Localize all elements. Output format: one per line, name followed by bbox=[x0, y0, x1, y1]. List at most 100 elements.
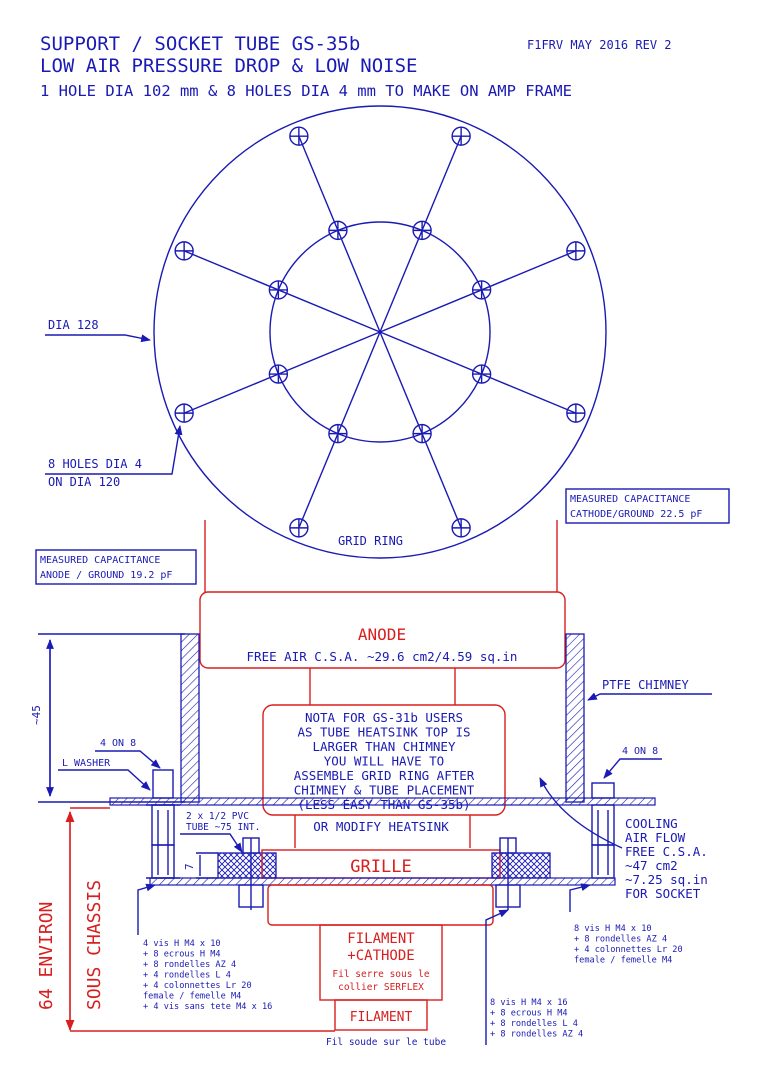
bom-left: 4 vis H M4 x 10+ 8 ecrous H M4+ 8 rondel… bbox=[143, 939, 272, 1012]
bom-right: 8 vis H M4 x 10+ 8 rondelles AZ 4+ 4 col… bbox=[574, 924, 683, 966]
holes-label-2: ON DIA 120 bbox=[48, 475, 120, 489]
free-air-label: FREE AIR C.S.A. ~29.6 cm2/4.59 sq.in bbox=[247, 649, 518, 664]
ptfe-chimney-label: PTFE CHIMNEY bbox=[602, 678, 689, 692]
four-on-8-left: 4 ON 8 bbox=[100, 738, 136, 749]
nota-line: CHIMNEY & TUBE PLACEMENT bbox=[294, 783, 475, 798]
hole-mark bbox=[289, 518, 309, 538]
chimney-wall-right bbox=[565, 633, 585, 803]
spoke-line bbox=[379, 250, 577, 333]
grid-ring-label: GRID RING bbox=[338, 534, 403, 548]
hole-mark bbox=[566, 241, 586, 261]
anode-block bbox=[199, 591, 566, 669]
left-standoff bbox=[146, 769, 180, 879]
filament-label: FILAMENT bbox=[350, 1010, 413, 1025]
cooling-line: ~47 cm2 bbox=[625, 858, 678, 873]
anode-label: ANODE bbox=[358, 625, 406, 644]
filament-cathode-2: +CATHODE bbox=[347, 948, 414, 964]
author-revision: F1FRV MAY 2016 REV 2 bbox=[527, 38, 672, 52]
cooling-line: FOR SOCKET bbox=[625, 886, 701, 901]
title-line-1: SUPPORT / SOCKET TUBE GS-35b bbox=[40, 33, 360, 55]
nota-line: YOU WILL HAVE TO bbox=[324, 754, 444, 769]
pvc-tube-left bbox=[217, 852, 277, 879]
bom-bottom-line: 8 vis H M4 x 16 bbox=[490, 998, 568, 1008]
hole-mark bbox=[566, 403, 586, 423]
spoke-line bbox=[183, 250, 381, 333]
top-view bbox=[153, 105, 607, 559]
pvc-tube-right bbox=[491, 852, 551, 879]
hole-mark bbox=[268, 364, 289, 384]
hole-mark bbox=[328, 220, 348, 241]
spoke-line bbox=[298, 331, 381, 529]
spoke-line bbox=[379, 331, 462, 529]
grille-label: GRILLE bbox=[350, 857, 411, 877]
filament-box bbox=[334, 999, 428, 1031]
bom-right-line: 8 vis H M4 x 10 bbox=[574, 924, 652, 934]
l-washer-label: L WASHER bbox=[62, 758, 111, 769]
bom-left-line: + 4 rondelles L 4 bbox=[143, 971, 231, 981]
hole-mark bbox=[268, 280, 289, 300]
bom-left-line: + 8 ecrous H M4 bbox=[143, 950, 221, 960]
chimney-wall-left bbox=[180, 633, 200, 803]
cathode-cap-line-2: CATHODE/GROUND 22.5 pF bbox=[570, 509, 702, 520]
pvc-label-1: 2 x 1/2 PVC bbox=[186, 811, 249, 822]
bom-left-line: 4 vis H M4 x 10 bbox=[143, 939, 221, 949]
environ-label-1: 64 ENVIRON bbox=[36, 902, 57, 1010]
right-standoff bbox=[591, 782, 615, 879]
grid-bolt-left bbox=[238, 837, 264, 910]
bom-bottom-line: + 8 rondelles AZ 4 bbox=[490, 1030, 583, 1040]
cooling-line: AIR FLOW bbox=[625, 830, 686, 845]
spokes bbox=[183, 135, 577, 529]
spoke-line bbox=[379, 135, 462, 333]
amp-frame-plate bbox=[109, 797, 656, 806]
cathode-cap-box bbox=[565, 488, 730, 524]
title-line-2: LOW AIR PRESSURE DROP & LOW NOISE bbox=[40, 55, 418, 77]
spoke-line bbox=[183, 331, 381, 414]
bom-left-line: + 4 colonnettes Lr 20 bbox=[143, 981, 252, 991]
grid-bolt-right bbox=[495, 837, 521, 910]
bom-left-line: + 8 rondelles AZ 4 bbox=[143, 960, 236, 970]
dim-7-label: 7 bbox=[183, 863, 196, 870]
socket-block bbox=[267, 884, 494, 926]
mounting-holes bbox=[174, 126, 586, 538]
bom-right-line: female / femelle M4 bbox=[574, 956, 672, 966]
cooling-line: COOLING bbox=[625, 816, 678, 831]
spoke-line bbox=[298, 135, 381, 333]
bom-right-line: + 8 rondelles AZ 4 bbox=[574, 935, 667, 945]
bom-left-line: female / femelle M4 bbox=[143, 992, 241, 1002]
hole-mark bbox=[451, 518, 471, 538]
inner-circle bbox=[269, 221, 491, 443]
dia-128-label: DIA 128 bbox=[48, 318, 99, 332]
spoke-line bbox=[379, 331, 577, 414]
hole-mark bbox=[328, 423, 348, 444]
bom-bottom-line: + 8 ecrous H M4 bbox=[490, 1009, 568, 1019]
hole-mark bbox=[289, 126, 309, 146]
nota-line: NOTA FOR GS-31b USERS bbox=[305, 710, 463, 725]
hole-mark bbox=[174, 241, 194, 261]
modify-heatsink-label: OR MODIFY HEATSINK bbox=[313, 819, 449, 834]
holes-label-1: 8 HOLES DIA 4 bbox=[48, 457, 142, 471]
bom-left-line: + 4 vis sans tete M4 x 16 bbox=[143, 1002, 272, 1012]
hole-mark bbox=[471, 280, 492, 300]
cooling-line: ~7.25 sq.in bbox=[625, 872, 708, 887]
anode-cap-box bbox=[35, 549, 197, 585]
anode-cap-line-2: ANODE / GROUND 19.2 pF bbox=[40, 570, 172, 581]
nota-line: AS TUBE HEATSINK TOP IS bbox=[297, 725, 470, 740]
nota-box bbox=[262, 704, 506, 816]
hole-mark bbox=[471, 364, 492, 384]
hole-mark bbox=[451, 126, 471, 146]
hole-mark bbox=[174, 403, 194, 423]
serre-line-1: Fil serre sous le bbox=[332, 969, 430, 980]
cooling-line: FREE C.S.A. bbox=[625, 844, 708, 859]
bom-bottom-line: + 8 rondelles L 4 bbox=[490, 1019, 578, 1029]
sub-chassis-plate bbox=[149, 877, 616, 886]
bom-bottom: 8 vis H M4 x 16+ 8 ecrous H M4+ 8 rondel… bbox=[490, 998, 583, 1040]
filament-cathode-1: FILAMENT bbox=[347, 931, 415, 947]
anode-cap-line-1: MEASURED CAPACITANCE bbox=[40, 555, 160, 566]
hole-mark bbox=[412, 220, 432, 241]
four-on-8-right: 4 ON 8 bbox=[622, 746, 658, 757]
serre-line-2: collier SERFLEX bbox=[338, 982, 424, 993]
outer-circle bbox=[153, 105, 607, 559]
